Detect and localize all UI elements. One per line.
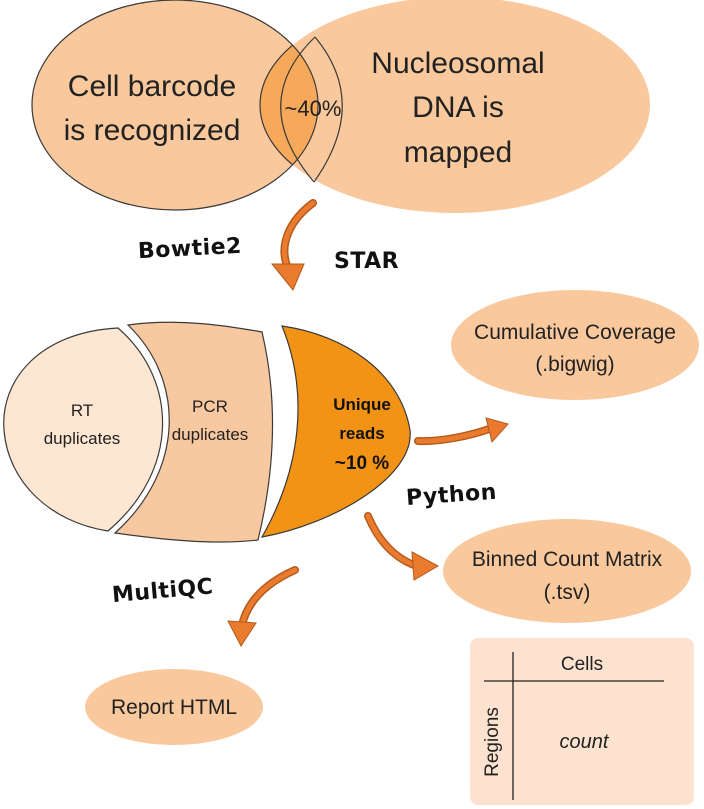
- pcr-label-2: duplicates: [172, 425, 249, 444]
- rt-duplicates-shape: [3, 327, 164, 532]
- coverage-label-1: Cumulative Coverage: [474, 321, 676, 344]
- venn-left-circle: [32, 0, 318, 210]
- bowtie2-label: Bowtie2: [137, 234, 242, 264]
- venn-right-label-3: mapped: [404, 136, 512, 169]
- table-col-header: Cells: [561, 654, 603, 675]
- unique-reads-shape: [260, 325, 411, 538]
- unique-label-2: reads: [339, 424, 384, 443]
- cumulative-coverage-output: Cumulative Coverage (.bigwig): [451, 290, 699, 400]
- star-label: STAR: [334, 249, 399, 274]
- report-html-output: Report HTML: [85, 669, 263, 745]
- reads-breakdown: RT duplicates PCR duplicates Unique read…: [3, 321, 411, 543]
- report-label: Report HTML: [111, 696, 237, 719]
- python-label: Python: [405, 480, 497, 511]
- arrow-right-down-icon: [364, 512, 440, 581]
- unique-label-1: Unique: [333, 395, 391, 414]
- rt-label-1: RT: [71, 401, 93, 420]
- venn-right-circle: [260, 0, 650, 213]
- venn-diagram: Cell barcode is recognized ~40% Nucleoso…: [31, 0, 650, 213]
- matrix-label-2: (.tsv): [544, 581, 591, 604]
- coverage-label-2: (.bigwig): [535, 353, 614, 376]
- venn-overlap-label: ~40%: [285, 96, 342, 121]
- venn-left-label-1: Cell barcode: [68, 70, 236, 103]
- matrix-label-1: Binned Count Matrix: [472, 548, 663, 571]
- venn-left-label-2: is recognized: [64, 114, 241, 147]
- arrow-down-left-icon: [227, 566, 299, 647]
- venn-right-label-1: Nucleosomal: [371, 47, 544, 80]
- arrow-right-up-icon: [414, 417, 509, 446]
- table-cell-count: count: [560, 731, 610, 753]
- arrow-down-icon: [270, 199, 317, 291]
- pcr-label-1: PCR: [192, 397, 228, 416]
- multiqc-label: MultiQC: [111, 574, 214, 608]
- pcr-duplicates-shape: [113, 321, 274, 543]
- table-row-header: Regions: [482, 707, 503, 777]
- rt-label-2: duplicates: [44, 429, 121, 448]
- unique-label-3: ~10 %: [335, 453, 390, 474]
- venn-right-label-2: DNA is: [412, 91, 504, 124]
- count-matrix-table: Cells Regions count: [470, 638, 694, 805]
- binned-count-matrix-output: Binned Count Matrix (.tsv): [443, 519, 691, 623]
